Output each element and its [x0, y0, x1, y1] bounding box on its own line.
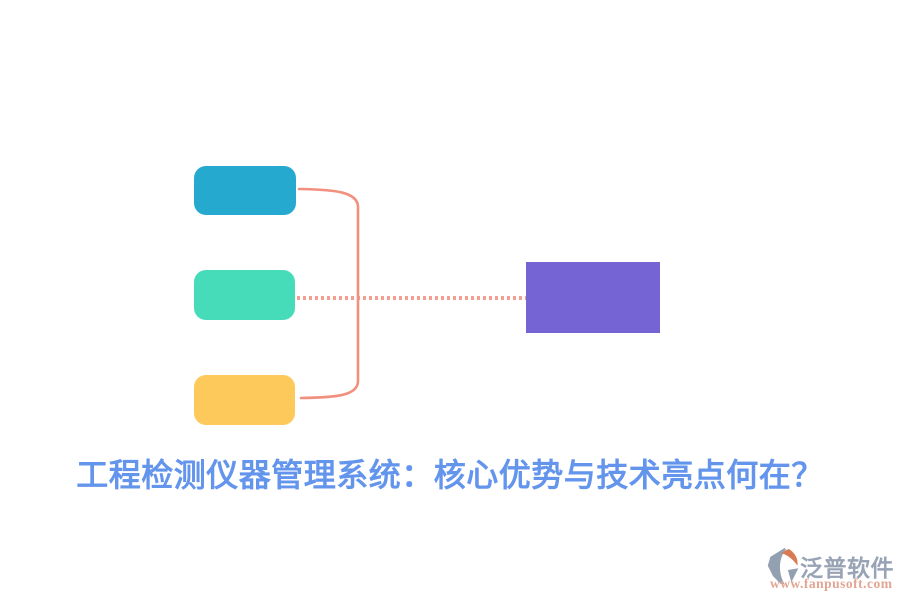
footer-brand-name: 泛普软件	[800, 555, 894, 581]
footer-url: www.fanpusoft.com	[770, 576, 893, 591]
diagram-node-bottom	[194, 375, 295, 425]
bracket-connector	[297, 187, 360, 400]
footer-watermark: 泛普软件 www.fanpusoft.com	[766, 545, 894, 595]
diagram-node-target	[526, 262, 660, 333]
diagram-node-top	[194, 166, 296, 215]
page-title: 工程检测仪器管理系统：核心优势与技术亮点何在？	[76, 457, 824, 493]
fanpu-logo-icon	[767, 548, 799, 584]
diagram-node-middle	[194, 270, 295, 320]
